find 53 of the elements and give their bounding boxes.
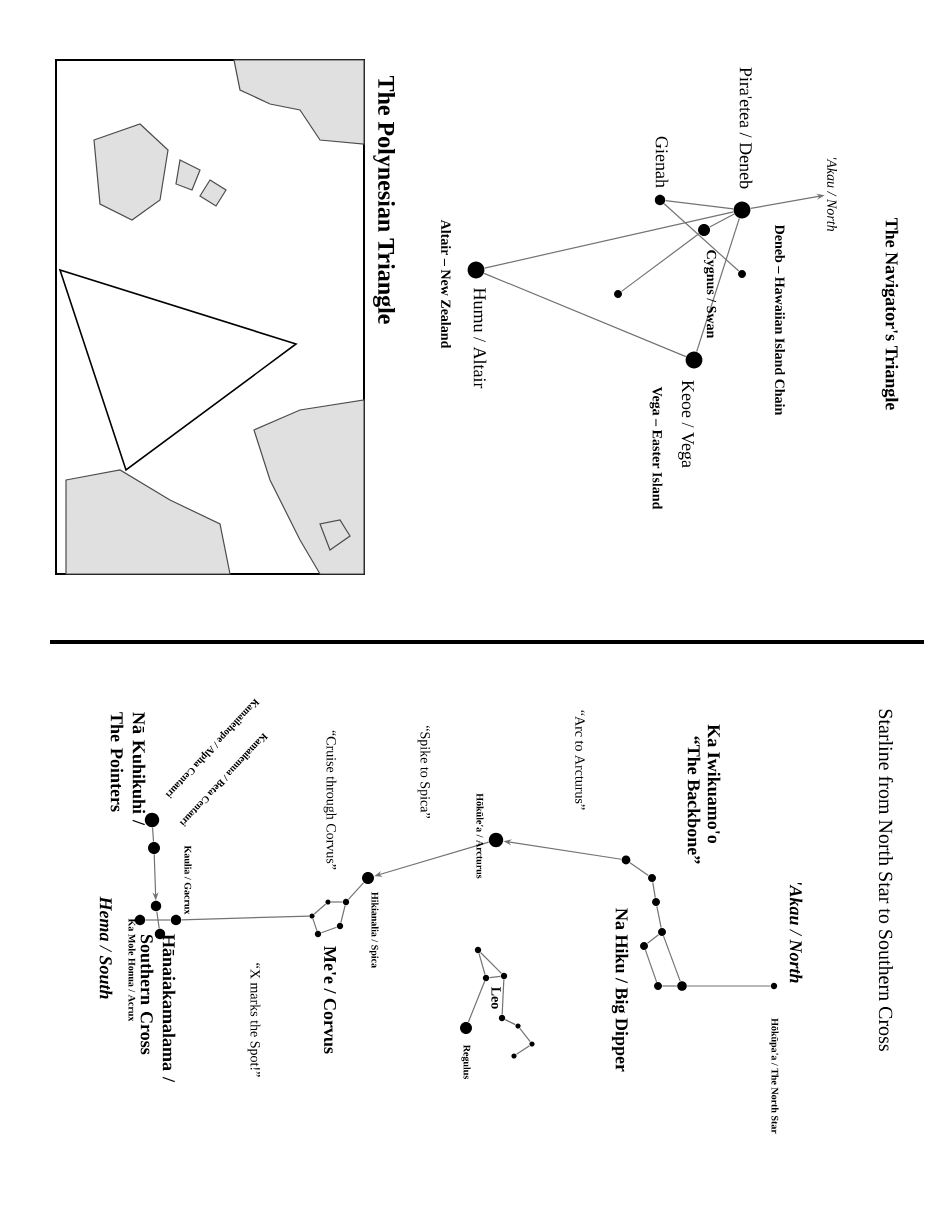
- star-line: [347, 882, 365, 900]
- star-line: [340, 904, 346, 924]
- star-line: [489, 975, 502, 979]
- star-line: [664, 200, 734, 210]
- star-label: Keoe / Vega: [678, 380, 694, 468]
- star-line: [662, 935, 681, 982]
- star-line: [709, 213, 735, 228]
- label: Hema / South: [99, 896, 113, 999]
- star-line: [151, 827, 155, 843]
- star-line: [467, 980, 486, 1023]
- star-line: [181, 915, 310, 921]
- star-line: [519, 1027, 531, 1043]
- star-line: [663, 203, 740, 272]
- star-line: [646, 934, 660, 944]
- star-line: [320, 926, 338, 934]
- star-label: Gienah: [655, 136, 669, 188]
- star-line: [478, 952, 486, 976]
- star-line: [696, 217, 740, 353]
- title: The Navigator's Triangle: [881, 217, 899, 410]
- label: “The Backbone”: [687, 736, 701, 864]
- star-line: [156, 910, 160, 930]
- star-label: Humu / Altair: [473, 288, 487, 389]
- star-line: [484, 211, 735, 269]
- star-line: [313, 903, 327, 915]
- star-label: Pira'etea / Deneb: [739, 67, 753, 189]
- star-line: [312, 918, 318, 932]
- label: Na Hiku / Big Dipper: [611, 908, 629, 1072]
- star-line: [330, 901, 343, 903]
- label: Me'e / Corvus: [323, 946, 337, 1054]
- label: 'Akau / North: [789, 882, 803, 983]
- star-dot: [144, 812, 160, 828]
- label: Nā Kuhikuhi / The Pointers: [110, 712, 146, 826]
- star-dot: [488, 832, 504, 848]
- star-line: [515, 1045, 531, 1055]
- star-line: [483, 272, 687, 358]
- title: The Polynesian Triangle: [373, 75, 395, 324]
- star-line: [686, 985, 771, 987]
- star-line: [504, 1019, 516, 1026]
- label: Ka Iwikuamo'o: [707, 724, 721, 844]
- star-line: [652, 881, 656, 899]
- star-line: [661, 985, 678, 987]
- label: Hānaiakamalama / Southern Cross: [140, 934, 176, 1083]
- star-line: [656, 905, 662, 929]
- star-line: [620, 233, 700, 292]
- star-dot: [467, 261, 485, 279]
- title: Starline from North Star to Southern Cross: [878, 709, 894, 1051]
- star-line: [145, 919, 171, 921]
- star-dot: [733, 201, 751, 219]
- star-line: [479, 951, 503, 975]
- star-line: [644, 949, 658, 983]
- star-line: [501, 979, 505, 1015]
- star-line: [629, 862, 649, 877]
- star-dot: [685, 351, 703, 369]
